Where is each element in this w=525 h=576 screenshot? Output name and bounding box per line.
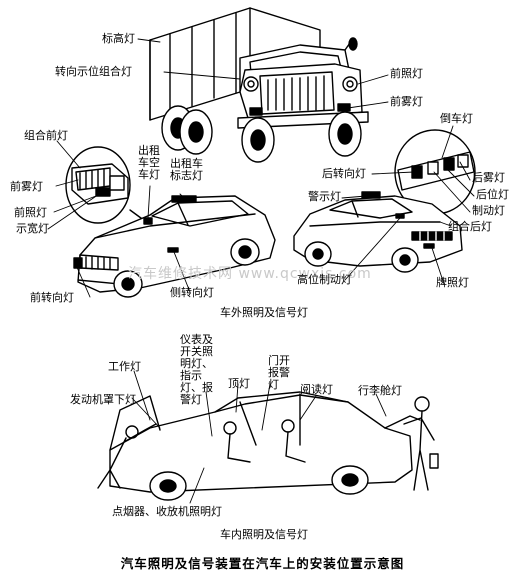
truck-illustration: [150, 8, 368, 162]
front-cluster-illustration: [66, 147, 160, 232]
label-high-brake: 高位制动灯: [297, 273, 352, 286]
label-hood-lamp: 发动机罩下灯: [70, 393, 136, 406]
caption-exterior: 车外照明及信号灯: [220, 306, 308, 319]
label-marker-lamp: 标高灯: [102, 32, 135, 45]
caption-interior: 车内照明及信号灯: [220, 528, 308, 541]
label-width-lamp: 示宽灯: [16, 222, 49, 235]
label-truck-headlamp: 前照灯: [390, 67, 423, 80]
label-front-turn: 前转向灯: [30, 291, 74, 304]
label-combo-front: 组合前灯: [24, 129, 68, 142]
interior-car-illustration: [98, 392, 438, 500]
label-reverse-lamp: 倒车灯: [440, 112, 473, 125]
label-cluster-headlamp: 前照灯: [14, 206, 47, 219]
label-rear-fog: 后雾灯: [472, 171, 505, 184]
label-warning-lamp: 警示灯: [308, 190, 341, 203]
label-door-open-lamp: 门开报警灯: [268, 354, 290, 391]
label-combo-rear: 组合后灯: [448, 220, 492, 233]
label-rear-position: 后位灯: [476, 188, 509, 201]
label-work-lamp: 工作灯: [108, 360, 141, 373]
label-rear-turn: 后转向灯: [322, 167, 366, 180]
label-truck-front-fog: 前雾灯: [390, 95, 423, 108]
label-cluster-front-fog: 前雾灯: [10, 180, 43, 193]
label-turn-position-combo: 转向示位组合灯: [55, 65, 132, 78]
label-lighter-radio-lamp: 点烟器、收放机照明灯: [112, 505, 222, 518]
watermark: 汽车维修技术网 www.qcwxjs.com: [128, 266, 372, 282]
police-car-illustration: [294, 192, 462, 272]
taxi-illustration: [74, 196, 275, 297]
label-side-turn: 侧转向灯: [170, 286, 214, 299]
label-taxi-sign-lamp: 出租车标志灯: [170, 157, 203, 182]
label-instrument-lamps: 仪表及开关照明灯、指示灯、报警灯: [180, 333, 213, 406]
figure-title: 汽车照明及信号装置在汽车上的安装位置示意图: [120, 556, 405, 571]
label-reading-lamp: 阅读灯: [300, 383, 333, 396]
leader-lines: [48, 39, 474, 503]
label-taxi-vacant-lamp: 出租车空车灯: [138, 144, 160, 181]
label-dome-lamp: 顶灯: [228, 377, 250, 390]
rear-cluster-illustration: [395, 130, 475, 232]
label-brake-lamp: 制动灯: [472, 204, 505, 217]
label-trunk-lamp: 行李舱灯: [358, 384, 402, 397]
label-plate-lamp: 牌照灯: [436, 276, 469, 289]
